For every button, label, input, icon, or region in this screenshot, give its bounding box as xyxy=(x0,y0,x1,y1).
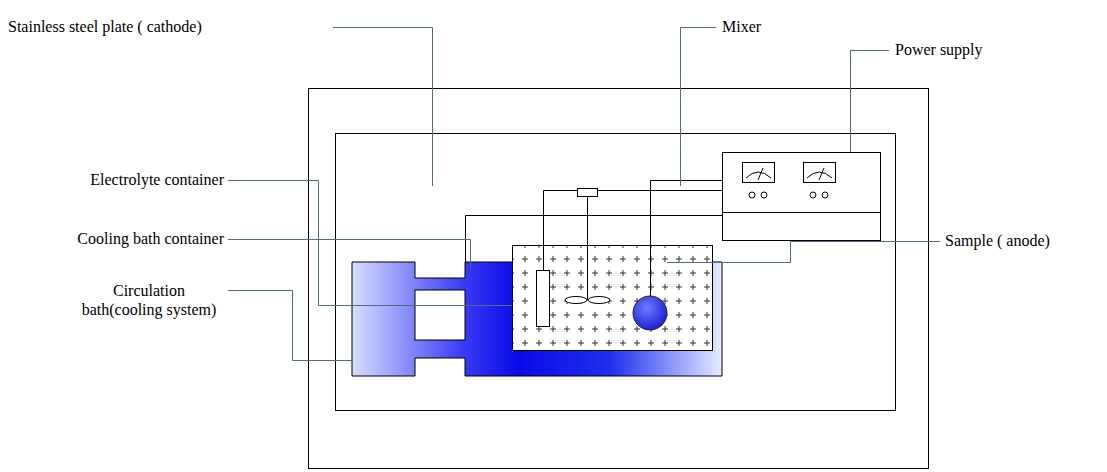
part-label: Cooling bath container xyxy=(77,229,224,248)
part-label: Circulation bath(cooling system) xyxy=(74,281,224,319)
part-label: Power supply xyxy=(895,40,983,59)
leader-lines xyxy=(228,28,940,361)
part-label: Sample ( anode) xyxy=(945,231,1050,250)
part-label: Electrolyte container xyxy=(90,170,224,189)
part-label: Mixer xyxy=(722,17,761,36)
part-label: Stainless steel plate ( cathode) xyxy=(8,17,202,36)
